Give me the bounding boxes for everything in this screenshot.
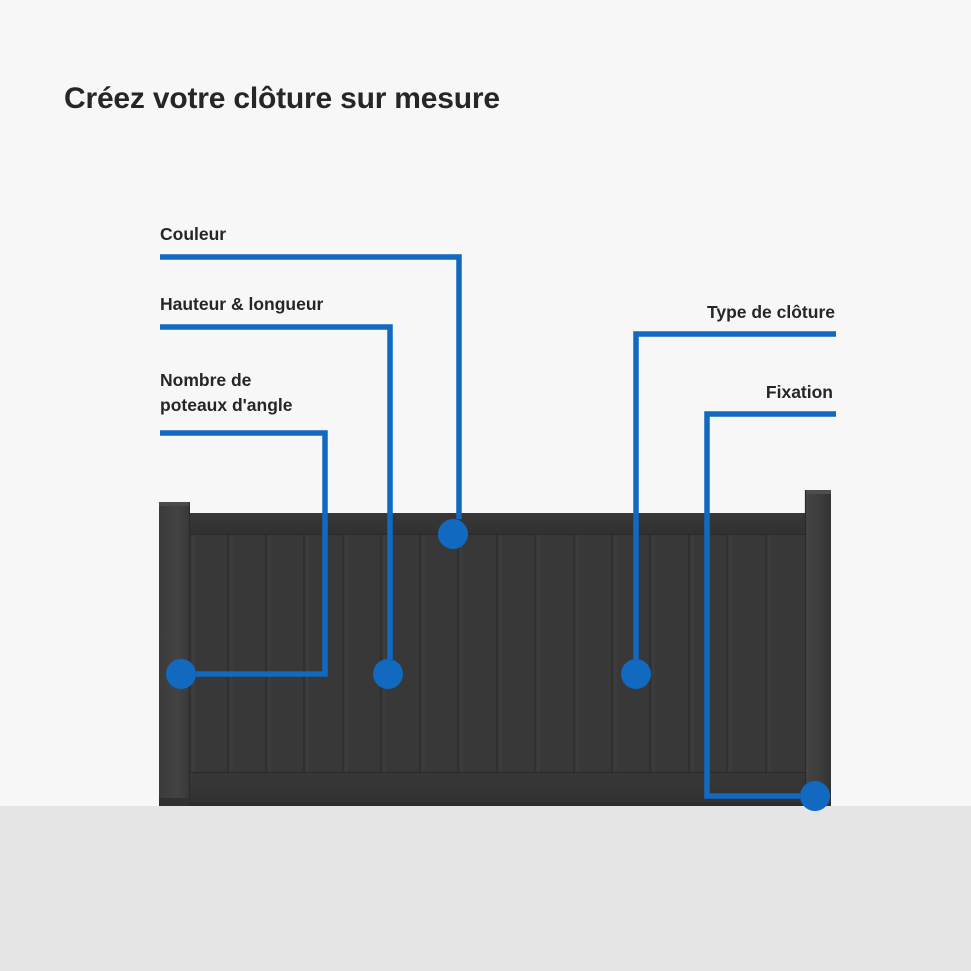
connector-couleur: [160, 254, 462, 519]
callout-label-nombre-poteaux-angle: Nombre de poteaux d'angle: [160, 370, 293, 416]
callout-label-couleur: Couleur: [160, 224, 227, 244]
connector-nombre-poteaux-angle: [160, 430, 328, 677]
callout-dot-type-cloture: [621, 659, 651, 689]
callout-dot-fixation: [800, 781, 830, 811]
callout-dots: [166, 519, 830, 811]
connector-type-cloture: [633, 331, 836, 659]
callout-label-fixation: Fixation: [765, 382, 833, 402]
callout-dot-hauteur-longueur: [373, 659, 403, 689]
callout-label-type-cloture: Type de clôture: [706, 302, 835, 322]
callout-label-hauteur-longueur: Hauteur & longueur: [160, 294, 324, 314]
ground-surface: [0, 806, 971, 971]
callout-dot-nombre-poteaux-angle: [166, 659, 196, 689]
connector-hauteur-longueur: [160, 324, 393, 659]
page-title: Créez votre clôture sur mesure: [64, 82, 500, 115]
connector-fixation: [704, 411, 836, 799]
callout-dot-couleur: [438, 519, 468, 549]
